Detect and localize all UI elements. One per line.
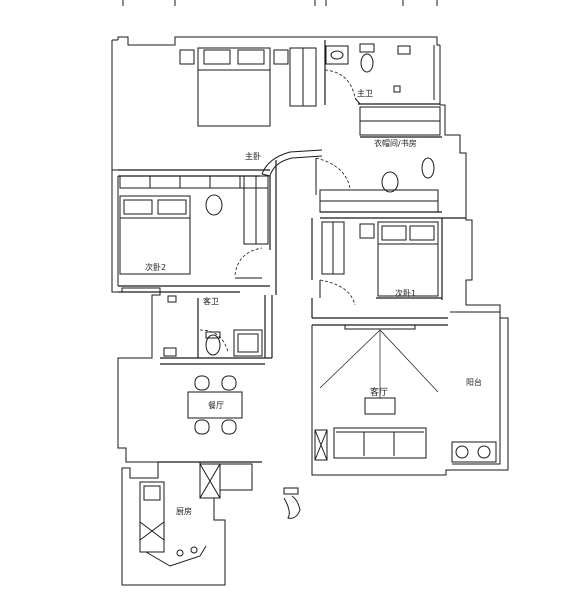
wardrobe-master (289, 47, 317, 107)
wardrobe-study (319, 189, 439, 213)
bed-second-2 (119, 195, 191, 275)
tv-projection (319, 329, 439, 398)
wardrobe-bedroom1 (321, 221, 345, 275)
bed-master (179, 47, 289, 127)
dining-set (187, 375, 243, 435)
room-label-living-room: 客厅 (370, 388, 389, 398)
guest-bath-fixtures (163, 295, 263, 357)
entrance-marker (283, 487, 301, 519)
room-label-second-bedroom-2: 次卧2 (145, 263, 167, 272)
room-label-cloakroom-study: 衣帽间/书房 (374, 139, 417, 148)
room-label-balcony: 阳台 (466, 378, 482, 387)
room-label-second-bedroom-1: 次卧1 (395, 289, 417, 298)
door-swings (199, 69, 356, 353)
doors (235, 97, 361, 298)
room-label-master-bath: 主卫 (357, 89, 373, 98)
side-cabinet (314, 429, 328, 461)
bed-second-1 (359, 221, 439, 297)
master-bath-fixtures (325, 43, 411, 93)
room-label-kitchen: 厨房 (176, 507, 192, 516)
wardrobe-bedroom2-side (243, 175, 269, 245)
room-label-master-bedroom: 主卧 (245, 152, 261, 161)
coffee-table (364, 397, 396, 415)
wardrobe-cloakroom (359, 106, 441, 136)
outer-walls (111, 36, 509, 586)
tv-unit (344, 324, 416, 330)
dimension-ticks (122, 0, 438, 6)
interior-walls (118, 40, 466, 463)
arched-passage (261, 149, 323, 177)
kitchen-counter (139, 463, 253, 567)
washer (451, 441, 497, 463)
wardrobe-bedroom2-top (119, 175, 269, 189)
room-label-guest-bath: 客卫 (203, 297, 219, 306)
sofa (333, 427, 427, 459)
study-chairs (205, 157, 435, 216)
room-label-dining-room: 餐厅 (208, 401, 224, 410)
